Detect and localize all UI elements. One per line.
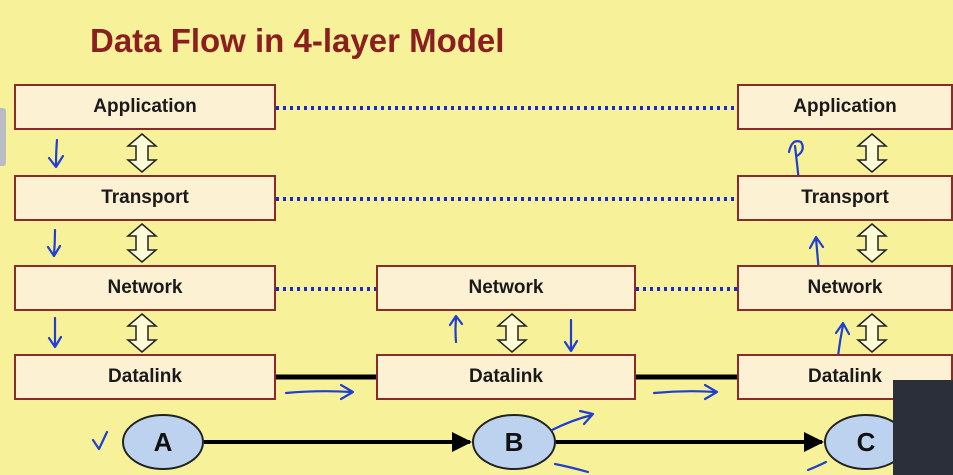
- node-a-label: A: [154, 427, 173, 457]
- double-arrow-icon: [125, 223, 159, 263]
- annotation-arrow-down-1: [47, 138, 65, 169]
- node-path: A B C: [122, 414, 908, 470]
- host-c-network-layer: Network: [737, 265, 953, 311]
- annotation-pen-stroke-c: [806, 460, 828, 472]
- annotation-arrow-b-up: [448, 314, 464, 344]
- host-c-application-layer: Application: [737, 84, 953, 130]
- double-arrow-icon: [855, 223, 889, 263]
- host-a-datalink-layer: Datalink: [14, 354, 276, 400]
- host-b-datalink-layer: Datalink: [376, 354, 636, 400]
- host-c-transport-layer: Transport: [737, 175, 953, 221]
- side-panel-tab[interactable]: [0, 108, 6, 166]
- host-a-application-layer: Application: [14, 84, 276, 130]
- node-b-label: B: [505, 427, 524, 457]
- annotation-arrow-c-up-3: [834, 321, 851, 358]
- annotation-checkmark: [91, 430, 109, 451]
- page-title: Data Flow in 4-layer Model: [90, 22, 505, 59]
- annotation-arrow-down-3: [47, 316, 63, 349]
- annotation-arrow-right-1: [284, 383, 355, 401]
- annotation-arrow-b-out-up: [550, 409, 595, 432]
- node-c-label: C: [857, 427, 876, 457]
- double-arrow-icon: [495, 313, 529, 353]
- host-a-network-layer: Network: [14, 265, 276, 311]
- annotation-arrow-down-2: [46, 228, 62, 258]
- annotation-arrow-b-down: [563, 318, 579, 353]
- annotation-arrow-right-2: [652, 383, 719, 401]
- pen-annotations: [40, 88, 851, 474]
- layer-arrows: [125, 133, 889, 353]
- double-arrow-icon: [855, 313, 889, 353]
- double-arrow-icon: [125, 313, 159, 353]
- double-arrow-icon: [125, 133, 159, 173]
- node-b: [472, 414, 556, 470]
- presenter-video-overlay: [893, 380, 953, 475]
- double-arrow-icon: [855, 133, 889, 173]
- peer-links: [276, 106, 737, 291]
- host-a-transport-layer: Transport: [14, 175, 276, 221]
- host-b-network-layer: Network: [376, 265, 636, 311]
- annotation-arrow-b-out-down: [553, 462, 590, 474]
- node-a: [122, 414, 204, 470]
